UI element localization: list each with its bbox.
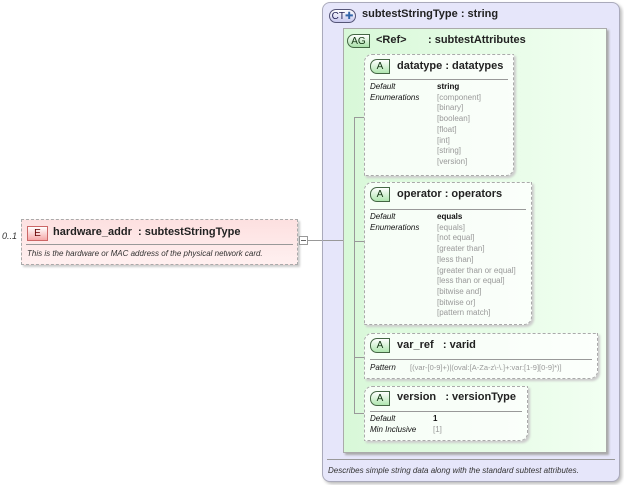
attribute-badge: A [370, 59, 390, 74]
attribute-badge: A [370, 187, 390, 202]
complex-type-badge: CT✚ [329, 9, 356, 23]
default-label: Default [370, 414, 396, 423]
complex-type-description: Describes simple string data along with … [328, 466, 579, 475]
pattern-value: [(var-[0-9]+)|(oval:[A-Za-z\-\.]+:var:[1… [410, 363, 562, 372]
enum-value: [less than] [437, 254, 474, 264]
enum-value: [float] [437, 124, 457, 134]
default-label: Default [370, 212, 396, 221]
element-name: hardware_addr : subtestStringType [53, 226, 241, 238]
element-description: This is the hardware or MAC address of t… [27, 249, 263, 258]
enum-value: [greater than] [437, 244, 485, 254]
attribute-var-ref[interactable]: A var_ref : varid Pattern [(var-[0-9]+)|… [364, 333, 598, 379]
attribute-name: datatype : datatypes [397, 60, 504, 72]
enum-value: [equals] [437, 222, 466, 232]
pattern-label: Pattern [370, 363, 396, 372]
enum-value: [boolean] [437, 114, 470, 124]
element-hardware-addr[interactable]: E hardware_addr : subtestStringType This… [21, 219, 298, 265]
complex-type-name: subtestStringType : string [362, 8, 499, 20]
attribute-name: var_ref : varid [397, 339, 476, 351]
min-inclusive-label: Min Inclusive [370, 424, 417, 434]
collapse-toggle[interactable] [299, 236, 308, 245]
element-badge: E [27, 226, 48, 241]
enum-value: [version] [437, 156, 468, 166]
enum-value: [less than or equal] [437, 276, 505, 286]
enumerations-label: Enumerations [370, 222, 420, 232]
default-value: 1 [433, 414, 438, 423]
enum-value: [bitwise and] [437, 286, 482, 296]
attribute-badge: A [370, 338, 390, 353]
attribute-group-subtestattributes[interactable]: AG <Ref> : subtestAttributes A datatype … [343, 28, 607, 453]
default-value: string [437, 82, 460, 91]
enum-value: [pattern match] [437, 308, 491, 318]
default-label: Default [370, 82, 396, 91]
attribute-name: operator : operators [397, 188, 503, 200]
default-value: equals [437, 212, 463, 221]
occurrence-label: 0..1 [2, 231, 18, 241]
enumerations-label: Enumerations [370, 92, 420, 102]
enum-value: [string] [437, 146, 462, 156]
enum-value: [greater than or equal] [437, 265, 516, 275]
min-inclusive-value: [1] [433, 424, 442, 434]
attribute-name: version : versionType [397, 391, 517, 403]
enum-value: [binary] [437, 103, 464, 113]
enum-value: [component] [437, 92, 482, 102]
attribute-group-badge: AG [347, 34, 370, 48]
attribute-group-ref: <Ref> : subtestAttributes [376, 34, 526, 46]
attribute-badge: A [370, 391, 390, 406]
enum-value: [int] [437, 135, 450, 145]
complex-type-subteststringtype[interactable]: CT✚ subtestStringType : string AG <Ref> … [322, 2, 620, 482]
enum-value: [not equal] [437, 233, 475, 243]
enum-value: [bitwise or] [437, 297, 476, 307]
